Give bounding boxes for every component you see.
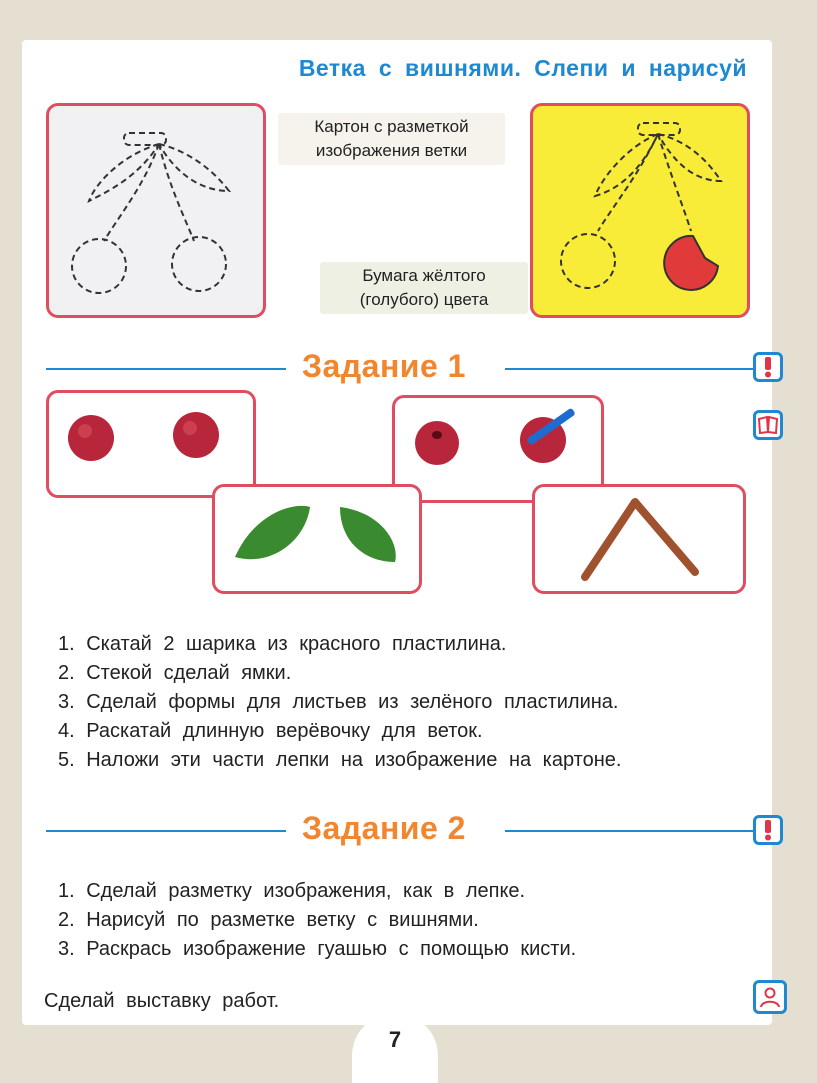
plasticine-rope-image — [532, 484, 746, 594]
balls-with-holes-image — [392, 395, 604, 503]
page-number: 7 — [352, 1013, 438, 1083]
page-title: Ветка с вишнями. Слепи и нарисуй — [298, 55, 747, 81]
task1-step: 2. Стекой сделай ямки. — [58, 662, 292, 684]
cherry-outline-painted — [560, 122, 723, 291]
task2-step: 3. Раскрась изображение гуашью с помощью… — [58, 938, 577, 960]
task1-heading: Задание 1 — [302, 348, 466, 384]
section2-line-right — [505, 830, 753, 832]
red-balls-image — [46, 390, 256, 498]
green-leaves-image — [212, 484, 422, 594]
task2-step: 1. Сделай разметку изображения, как в ле… — [58, 880, 526, 902]
task1-step: 1. Скатай 2 шарика из красного пластилин… — [58, 633, 507, 655]
task1-step: 4. Раскатай длинную верёвочку для веток. — [58, 720, 483, 742]
task2-heading: Задание 2 — [302, 810, 466, 846]
cardboard-caption: Картон с разметкой изображения ветки — [278, 113, 505, 165]
section1-line-right — [505, 368, 753, 370]
task1-steps: 1. Скатай 2 шарика из красного пластилин… — [58, 630, 621, 775]
section2-line-left — [46, 830, 286, 832]
person-icon[interactable] — [753, 980, 787, 1014]
cherry-outline-drawing — [71, 132, 232, 294]
paper-caption: Бумага жёлтого (голубого) цвета — [320, 262, 528, 314]
task2-steps: 1. Сделай разметку изображения, как в ле… — [58, 877, 576, 964]
cardboard-template-image — [46, 103, 266, 318]
book-icon[interactable] — [753, 410, 783, 440]
task1-step: 5. Наложи эти части лепки на изображение… — [58, 749, 622, 771]
task2-step: 2. Нарисуй по разметке ветку с вишнями. — [58, 909, 479, 931]
exhibition-note: Сделай выставку работ. — [44, 990, 280, 1012]
yellow-paper-image — [530, 103, 750, 318]
section1-line-left — [46, 368, 286, 370]
exclamation-icon[interactable] — [753, 815, 783, 845]
exclamation-icon[interactable] — [753, 352, 783, 382]
task1-step: 3. Сделай формы для листьев из зелёного … — [58, 691, 619, 713]
